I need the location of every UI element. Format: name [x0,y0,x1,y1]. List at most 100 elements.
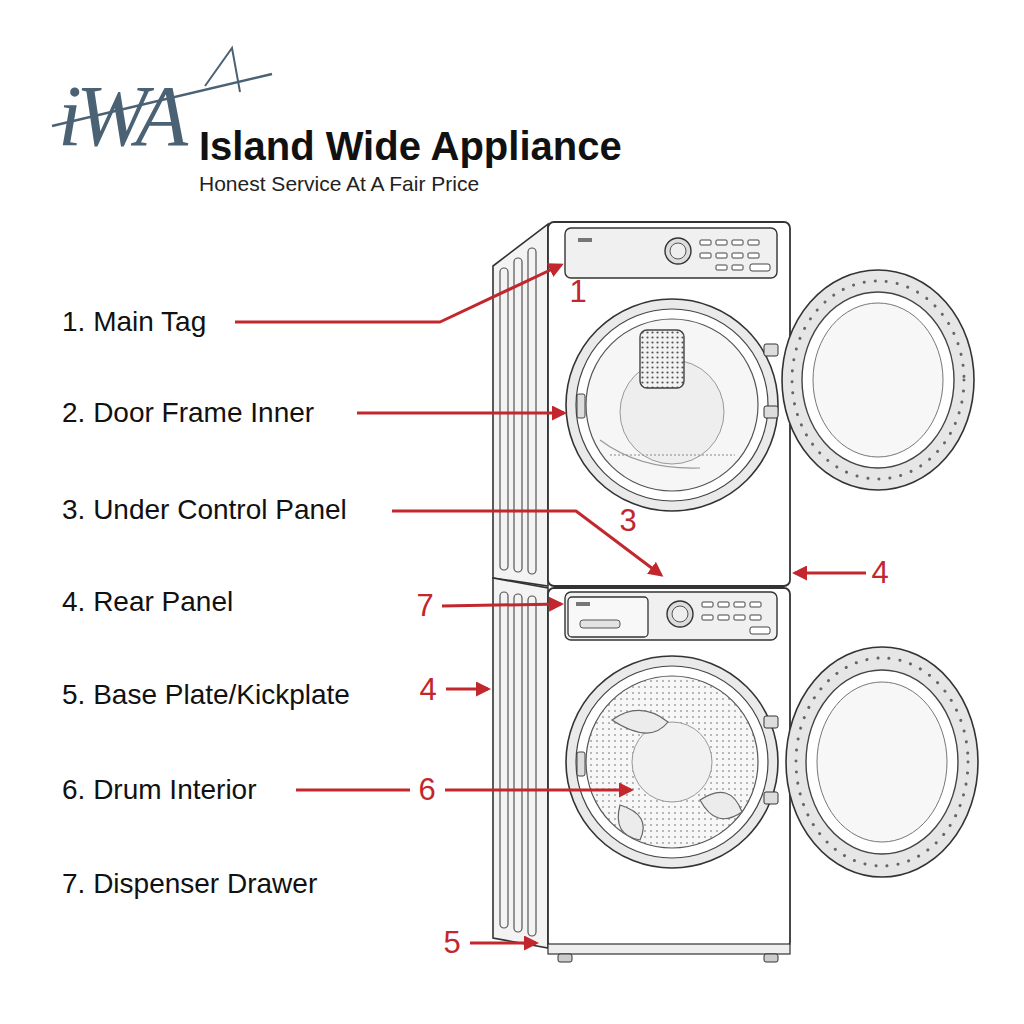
dryer-unit-part [500,268,508,570]
dryer-unit-part [600,440,700,468]
washer-unit-part [667,601,693,627]
washer-unit-part [577,752,585,776]
dryer-unit-part [764,406,778,418]
washer-unit-part [786,647,978,877]
washer-unit-part [565,592,777,640]
washer-unit-part [796,658,968,866]
dryer-unit-part [750,264,770,271]
washer-unit-part [764,954,778,962]
dryer-unit-part [578,238,592,242]
dryer-unit-part [732,265,743,270]
washer-unit-part [576,602,590,606]
washer-unit-part [817,682,947,842]
dryer-unit-part [493,224,548,586]
leader-arrows-part [235,265,561,322]
washer-unit-part [734,615,745,620]
washer-unit-part [702,615,713,620]
callout-number: 5 [443,926,460,960]
washer-unit-part [612,710,668,733]
logo-swoosh-part [205,48,240,92]
washer-unit-part [568,597,648,637]
dryer-unit-part [665,238,691,264]
callout-number: 3 [619,504,636,538]
dryer-unit-part [565,228,777,278]
dryer-unit-part [782,270,974,490]
callout-number: 4 [419,673,436,707]
leader-arrows-part [470,942,536,945]
washer-unit-part [580,620,620,628]
leader-arrows-part [446,688,488,691]
dryer-unit-part [576,309,768,501]
callout-number: 1 [569,275,586,309]
dryer-unit-part [764,344,778,356]
washer-unit-part [500,592,508,928]
callout-number: 7 [416,589,433,623]
washer-unit-part [718,615,729,620]
washer-unit-part [806,670,958,854]
washer-unit-part [764,792,778,804]
washer-unit-part [548,588,790,948]
dryer-unit-part [813,303,943,457]
washer-unit-part [528,596,536,936]
dryer-unit-part [802,292,954,468]
dryer-unit-part [640,330,684,388]
washer-unit-part [700,792,742,818]
callout-number: 4 [871,556,888,590]
washer-unit-part [566,656,778,868]
logo-wordmark: iWA [58,69,182,164]
dryer-unit [493,222,974,586]
washer-unit-part [750,627,770,634]
dryer-unit-part [700,240,711,245]
leader-arrows-part [296,789,410,792]
dryer-unit-part [716,240,727,245]
part-list-item: 7. Dispenser Drawer [62,869,317,900]
washer-unit-part [548,944,790,954]
washer-unit-part [618,805,643,840]
dryer-unit-part [792,281,964,479]
washer-unit-part [734,602,745,607]
washer-unit-part [558,954,572,962]
dryer-unit-part [670,243,686,259]
dryer-unit-part [700,253,711,258]
leader-arrows-part [442,604,561,606]
dryer-unit-part [548,222,790,586]
tagline: Honest Service At A Fair Price [199,172,479,195]
washer-unit-part [586,676,758,848]
part-list-item: 5. Base Plate/Kickplate [62,680,350,711]
dryer-unit-part [748,253,759,258]
part-list-item: 1. Main Tag [62,307,206,338]
part-list-item: 6. Drum Interior [62,775,257,806]
leader-arrows-part [445,789,631,792]
dryer-unit-part [577,394,585,418]
washer-unit-part [764,716,778,728]
dryer-unit-part [586,319,758,491]
dryer-unit-part [732,240,743,245]
washer-unit-part [750,615,761,620]
diagram-title: Island Wide Appliance [199,124,622,168]
callout-number: 6 [418,773,435,807]
dryer-unit-part [716,265,727,270]
dryer-unit-part [610,455,735,456]
washer-unit-part [514,594,522,932]
dryer-unit-part [732,253,743,258]
washer-unit-part [576,666,768,858]
leader-arrows-part [357,412,564,415]
part-list-item: 2. Door Frame Inner [62,398,314,429]
washer-unit-part [750,602,761,607]
dryer-unit-part [528,248,536,574]
leader-arrows [235,265,866,943]
dryer-unit-part [748,240,759,245]
dryer-unit-part [514,258,522,572]
washer-unit-part [718,602,729,607]
part-list-item: 3. Under Control Panel [62,495,347,526]
washer-unit-part [493,578,548,948]
washer-unit [493,578,978,962]
dryer-unit-part [716,253,727,258]
dryer-unit-part [566,299,778,511]
washer-unit-part [632,722,712,802]
washer-unit-part [672,606,688,622]
leader-arrows-part [795,572,866,575]
part-list-item: 4. Rear Panel [62,587,233,618]
washer-unit-part [702,602,713,607]
